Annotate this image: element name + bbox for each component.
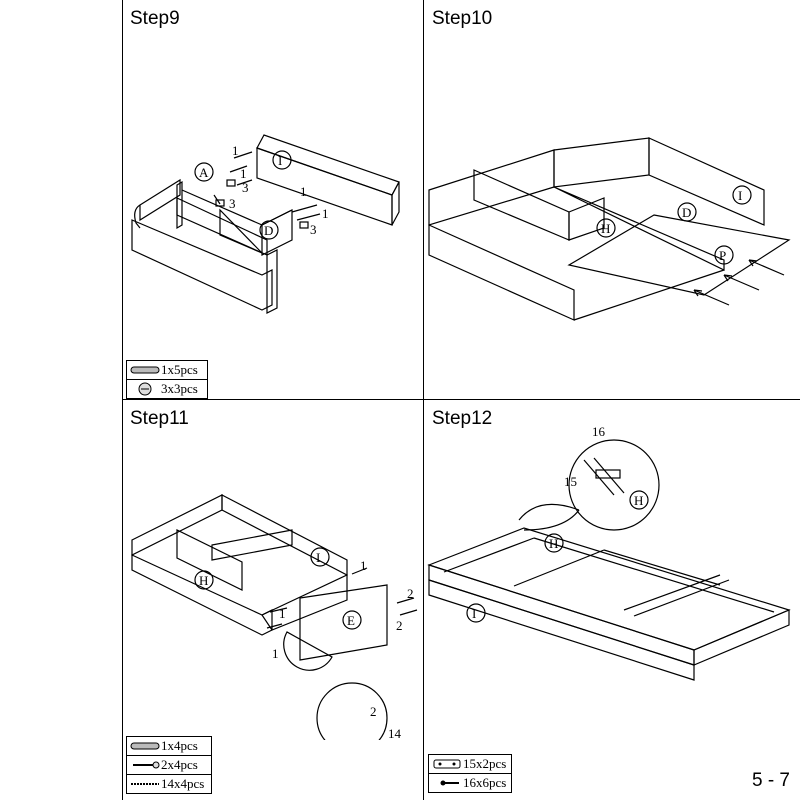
- step9-label-1d: 1: [322, 206, 329, 221]
- step10-panel: Step10: [424, 0, 800, 400]
- step9-label-1c: 1: [300, 184, 307, 199]
- step9-label-3c: 3: [310, 222, 317, 237]
- step9-label-A: A: [199, 165, 209, 180]
- step9-label-D: D: [264, 223, 273, 238]
- step9-label-1b: 1: [240, 166, 247, 181]
- step10-label-D: D: [682, 205, 691, 220]
- step11-part-text: 14x4pcs: [161, 776, 205, 791]
- step12-illustration: 16 15 H H I: [427, 424, 791, 681]
- step9-label-I: I: [278, 153, 282, 168]
- step11-label-14: 14: [388, 726, 402, 740]
- step9-part-text: 3x3pcs: [161, 381, 198, 396]
- step11-label-1a: 1: [360, 558, 367, 573]
- step11-label-1c: 1: [272, 646, 279, 661]
- step12-parts-list: 15x2pcs 16x6pcs: [428, 754, 512, 793]
- step11-panel: Step11 H: [122, 400, 424, 800]
- cam-lock-icon: [138, 382, 152, 396]
- dowel-icon: [130, 366, 160, 374]
- step9-label-3a: 3: [242, 180, 249, 195]
- short-screw-icon: [440, 780, 459, 786]
- step11-label-2b: 2: [396, 618, 403, 633]
- step10-label-P: P: [719, 248, 726, 263]
- step11-label-H: H: [199, 573, 208, 588]
- step10-illustration: H D I P: [428, 137, 791, 321]
- step11-label-1b: 1: [279, 606, 286, 621]
- dowel-icon: [130, 742, 160, 750]
- step9-illustration: A I D 1 1 1 1 3 3 3: [131, 134, 400, 314]
- step11-part-row: 1x4pcs: [127, 737, 211, 756]
- step12-part-text: 15x2pcs: [463, 756, 507, 771]
- step9-label-3b: 3: [229, 196, 236, 211]
- step11-part-text: 2x4pcs: [161, 757, 198, 772]
- instruction-sheet: Step9: [122, 0, 800, 800]
- step11-label-I: I: [316, 550, 320, 565]
- step9-part-row: 1x5pcs: [127, 361, 207, 380]
- step11-part-text: 1x4pcs: [161, 738, 198, 753]
- step10-title: Step10: [432, 8, 493, 29]
- step9-part-row: 3x3pcs: [127, 380, 207, 398]
- step11-label-E: E: [347, 613, 355, 628]
- step11-parts-list: 1x4pcs 2x4pcs 14x4pcs: [126, 736, 212, 794]
- step9-label-1a: 1: [232, 143, 239, 158]
- cam-bolt-icon: [133, 761, 160, 769]
- step9-parts-list: 1x5pcs 3x3pcs: [126, 360, 208, 399]
- screw-icon: [131, 783, 159, 785]
- step12-label-I: I: [472, 606, 476, 621]
- step12-label-15: 15: [564, 474, 577, 489]
- step11-label-2a: 2: [407, 586, 414, 601]
- step12-part-text: 16x6pcs: [463, 775, 507, 790]
- step12-label-H: H: [549, 536, 558, 551]
- step9-title: Step9: [130, 8, 180, 29]
- step9-part-text: 1x5pcs: [161, 362, 198, 377]
- step11-label-2c: 2: [370, 704, 377, 719]
- page-number: 5 - 7: [751, 770, 790, 791]
- bracket-icon: [433, 759, 461, 769]
- step12-panel: Step12: [424, 400, 800, 800]
- step12-label-H-detail: H: [634, 493, 643, 508]
- step12-part-row: 15x2pcs: [429, 755, 511, 774]
- step11-illustration: H I E 1 1 1 2 2 2 2 14: [131, 494, 418, 740]
- sheet-left-edge: [122, 0, 123, 800]
- step11-title: Step11: [130, 408, 189, 429]
- step12-title: Step12: [432, 408, 493, 429]
- step12-part-row: 16x6pcs: [429, 774, 511, 792]
- step10-label-H: H: [601, 221, 610, 236]
- step12-label-16: 16: [592, 424, 606, 439]
- step9-panel: Step9: [122, 0, 424, 400]
- step11-part-row: 2x4pcs: [127, 756, 211, 775]
- step10-label-I: I: [738, 188, 742, 203]
- step11-part-row: 14x4pcs: [127, 775, 211, 793]
